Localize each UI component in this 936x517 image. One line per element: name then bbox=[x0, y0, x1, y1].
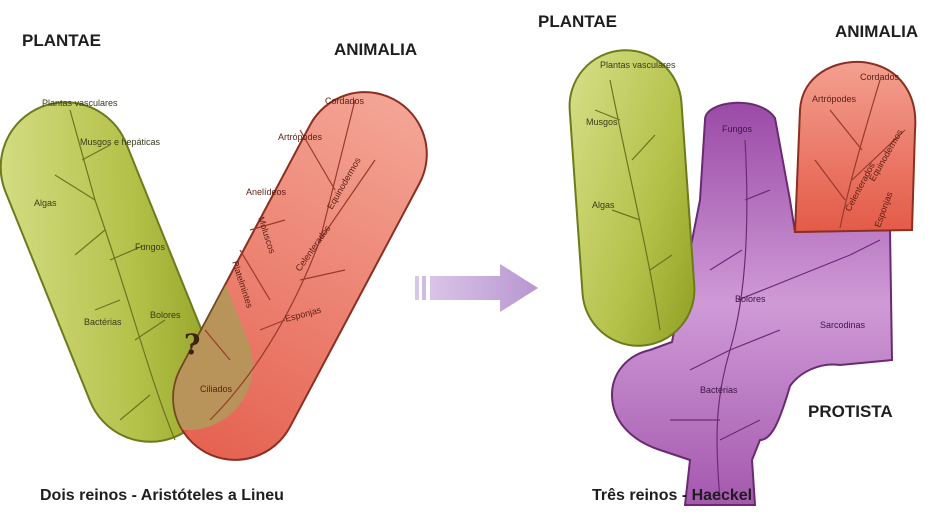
left-animalia-title: ANIMALIA bbox=[334, 40, 417, 59]
right-label-bacterias: Bactérias bbox=[700, 385, 738, 395]
right-label-cordados: Cordados bbox=[860, 72, 900, 82]
left-label-cordados: Cordados bbox=[325, 96, 365, 106]
left-label-bacterias: Bactérias bbox=[84, 317, 122, 327]
left-diagram: PLANTAE ANIMALIA bbox=[0, 31, 449, 504]
right-label-fungos: Fungos bbox=[722, 124, 753, 134]
right-label-artropodes: Artrópodes bbox=[812, 94, 857, 104]
left-label-ciliados: Ciliados bbox=[200, 384, 233, 394]
left-label-musgos: Musgos e hepáticas bbox=[80, 137, 161, 147]
right-animalia-title: ANIMALIA bbox=[835, 22, 918, 41]
left-caption: Dois reinos - Aristóteles a Lineu bbox=[40, 487, 284, 504]
right-plantae-region bbox=[566, 46, 698, 349]
right-label-algas: Algas bbox=[592, 200, 615, 210]
left-plantae-title: PLANTAE bbox=[22, 31, 101, 50]
left-label-algas: Algas bbox=[34, 198, 57, 208]
left-label-plantas-vasculares: Plantas vasculares bbox=[42, 98, 118, 108]
left-label-fungos: Fungos bbox=[135, 242, 166, 252]
left-label-anelideos: Anelídeos bbox=[246, 187, 287, 197]
right-diagram: PLANTAE ANIMALIA bbox=[538, 12, 918, 505]
right-label-musgos: Musgos bbox=[586, 117, 618, 127]
right-plantae-title: PLANTAE bbox=[538, 12, 617, 31]
right-label-plantas-vasculares: Plantas vasculares bbox=[600, 60, 676, 70]
right-protista-title: PROTISTA bbox=[808, 402, 893, 421]
left-label-bolores: Bolores bbox=[150, 310, 181, 320]
transition-arrow bbox=[415, 264, 538, 312]
right-label-bolores: Bolores bbox=[735, 294, 766, 304]
left-label-artropodes: Artrópodes bbox=[278, 132, 323, 142]
right-caption: Três reinos - Haeckel bbox=[592, 487, 752, 504]
right-label-sarcodinas: Sarcodinas bbox=[820, 320, 866, 330]
left-question-mark: ? bbox=[184, 328, 200, 361]
